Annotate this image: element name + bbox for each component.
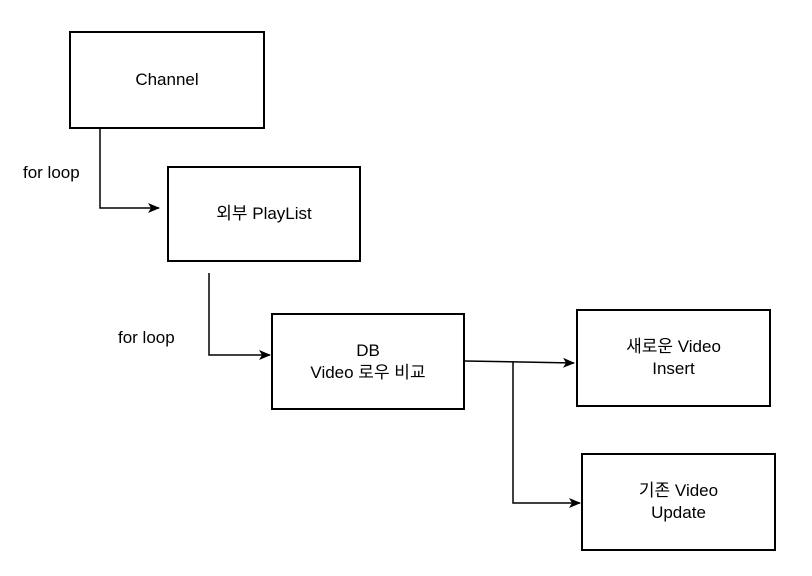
node-existing-video-line1: 기존 Video — [638, 481, 719, 500]
node-new-video-line1: 새로운 Video — [626, 337, 721, 356]
node-external-playlist: 외부 PlayList — [167, 166, 361, 262]
edge-db-to-existing-video — [512, 362, 581, 508]
node-new-video: 새로운 Video Insert — [576, 309, 771, 407]
node-new-video-line2: Insert — [652, 359, 695, 378]
node-channel: Channel — [69, 31, 265, 129]
edge-playlist-to-db — [208, 273, 271, 360]
node-channel-label: Channel — [135, 70, 199, 89]
node-external-playlist-label: 외부 PlayList — [216, 204, 312, 223]
node-db-compare-line2: Video 로우 비교 — [310, 362, 426, 382]
edge-db-to-new-video — [464, 357, 575, 368]
node-existing-video-line2: Update — [651, 503, 706, 522]
edge-label-playlist-to-db: for loop — [118, 328, 175, 347]
node-existing-video: 기존 Video Update — [581, 453, 776, 551]
node-db-compare-line1: DB — [356, 340, 380, 360]
edge-channel-to-playlist — [99, 128, 160, 213]
node-db-compare: DB Video 로우 비교 — [271, 313, 465, 410]
edge-label-channel-to-playlist: for loop — [23, 163, 80, 182]
